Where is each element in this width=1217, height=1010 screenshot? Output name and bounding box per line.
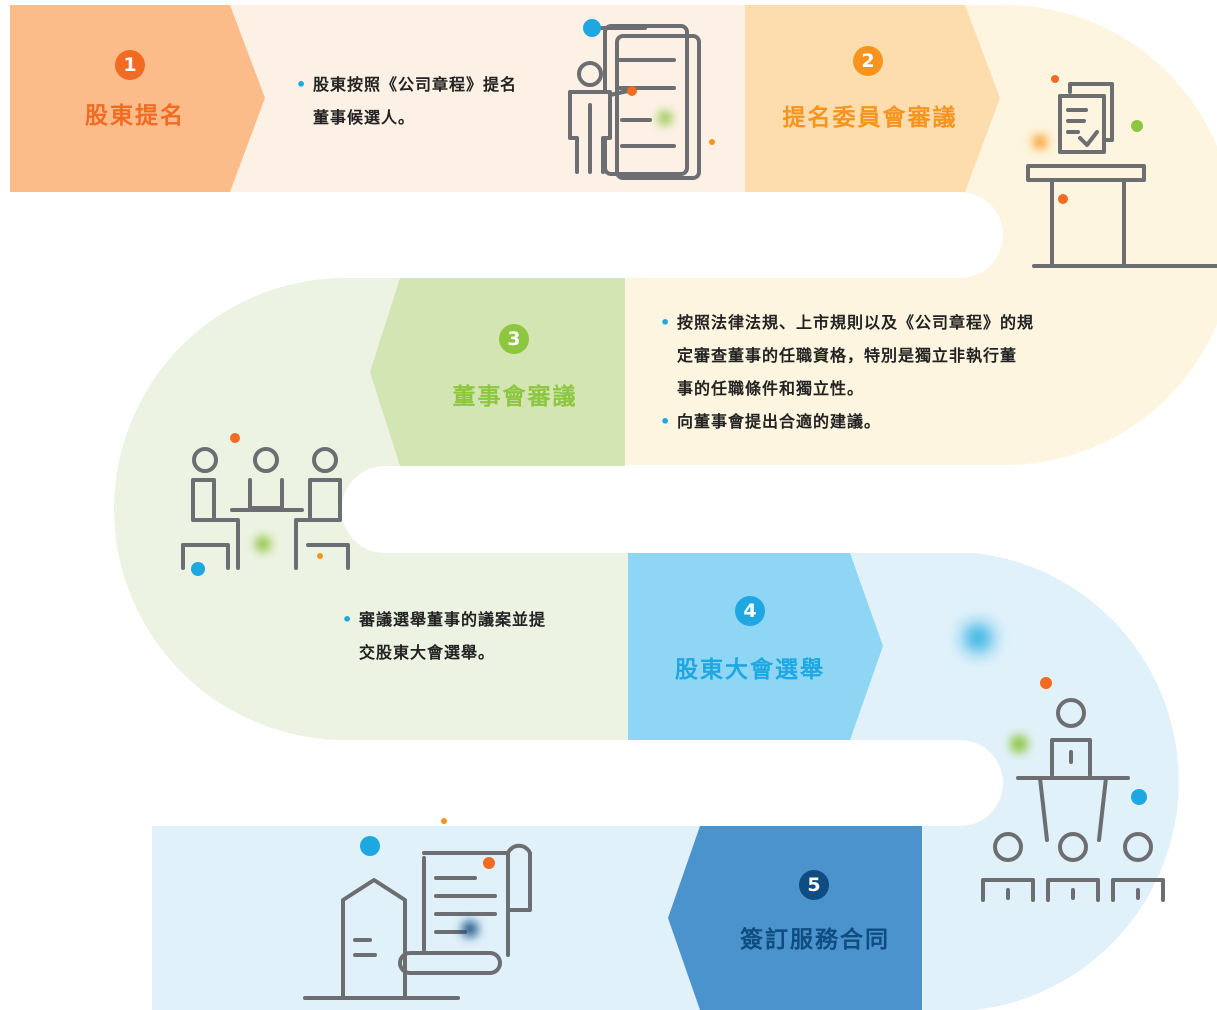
decor-dot bbox=[709, 139, 715, 145]
decor-dot bbox=[255, 536, 271, 552]
decor-dot bbox=[483, 857, 495, 869]
step2-title: 提名委員會審議 bbox=[782, 105, 958, 131]
step3-chevron bbox=[370, 278, 625, 466]
decor-dot bbox=[360, 836, 380, 856]
step1-description: •股東按照《公司章程》提名 董事候選人。 bbox=[296, 68, 576, 134]
document-podium-icon bbox=[1026, 82, 1217, 268]
left-curve-middle bbox=[114, 278, 630, 740]
decor-dot bbox=[658, 111, 672, 125]
speaker-audience-icon bbox=[981, 698, 1165, 902]
decor-dot bbox=[317, 553, 323, 559]
step4-number-badge: 4 bbox=[735, 596, 765, 626]
step1-chevron bbox=[10, 5, 265, 192]
decor-dot bbox=[1051, 75, 1059, 83]
meeting-people-icon bbox=[181, 447, 350, 570]
clipboard-person-icon bbox=[568, 24, 701, 180]
step2-number-badge: 2 bbox=[853, 46, 883, 76]
bullet-dot: • bbox=[660, 412, 672, 431]
step3-title: 董事會審議 bbox=[452, 384, 578, 410]
decor-dot bbox=[964, 624, 992, 652]
bullet-dot: • bbox=[296, 75, 308, 94]
decor-dot bbox=[1033, 135, 1047, 149]
decor-dot bbox=[230, 433, 240, 443]
flow-path bbox=[10, 5, 1217, 1010]
decor-dot bbox=[627, 86, 637, 96]
decor-dot bbox=[441, 818, 447, 824]
step1-title: 股東提名 bbox=[85, 103, 185, 129]
contract-house-icon bbox=[303, 843, 532, 1000]
step5-title: 簽訂服務合同 bbox=[740, 927, 890, 953]
decor-dot bbox=[462, 921, 478, 937]
bullet-dot: • bbox=[342, 610, 354, 629]
decor-dot bbox=[191, 562, 205, 576]
decor-dot bbox=[1058, 194, 1068, 204]
step3-number-badge: 3 bbox=[499, 324, 529, 354]
bullet-dot: • bbox=[660, 313, 672, 332]
step2-description: •按照法律法規、上市規則以及《公司章程》的規 定審查董事的任職資格，特別是獨立非… bbox=[660, 306, 1120, 438]
step5-number-badge: 5 bbox=[799, 870, 829, 900]
step2-chevron bbox=[745, 5, 1000, 192]
decor-dot bbox=[1010, 735, 1028, 753]
step5-chevron bbox=[668, 826, 922, 1010]
step1-number-badge: 1 bbox=[115, 50, 145, 80]
step3-description: •審議選舉董事的議案並提 交股東大會選舉。 bbox=[342, 603, 612, 669]
step4-title: 股東大會選舉 bbox=[675, 657, 825, 683]
step4-chevron bbox=[628, 553, 883, 740]
decor-dot bbox=[1131, 789, 1147, 805]
decor-dot bbox=[1131, 120, 1143, 132]
decor-dot bbox=[1040, 677, 1052, 689]
decor-dot bbox=[583, 19, 601, 37]
